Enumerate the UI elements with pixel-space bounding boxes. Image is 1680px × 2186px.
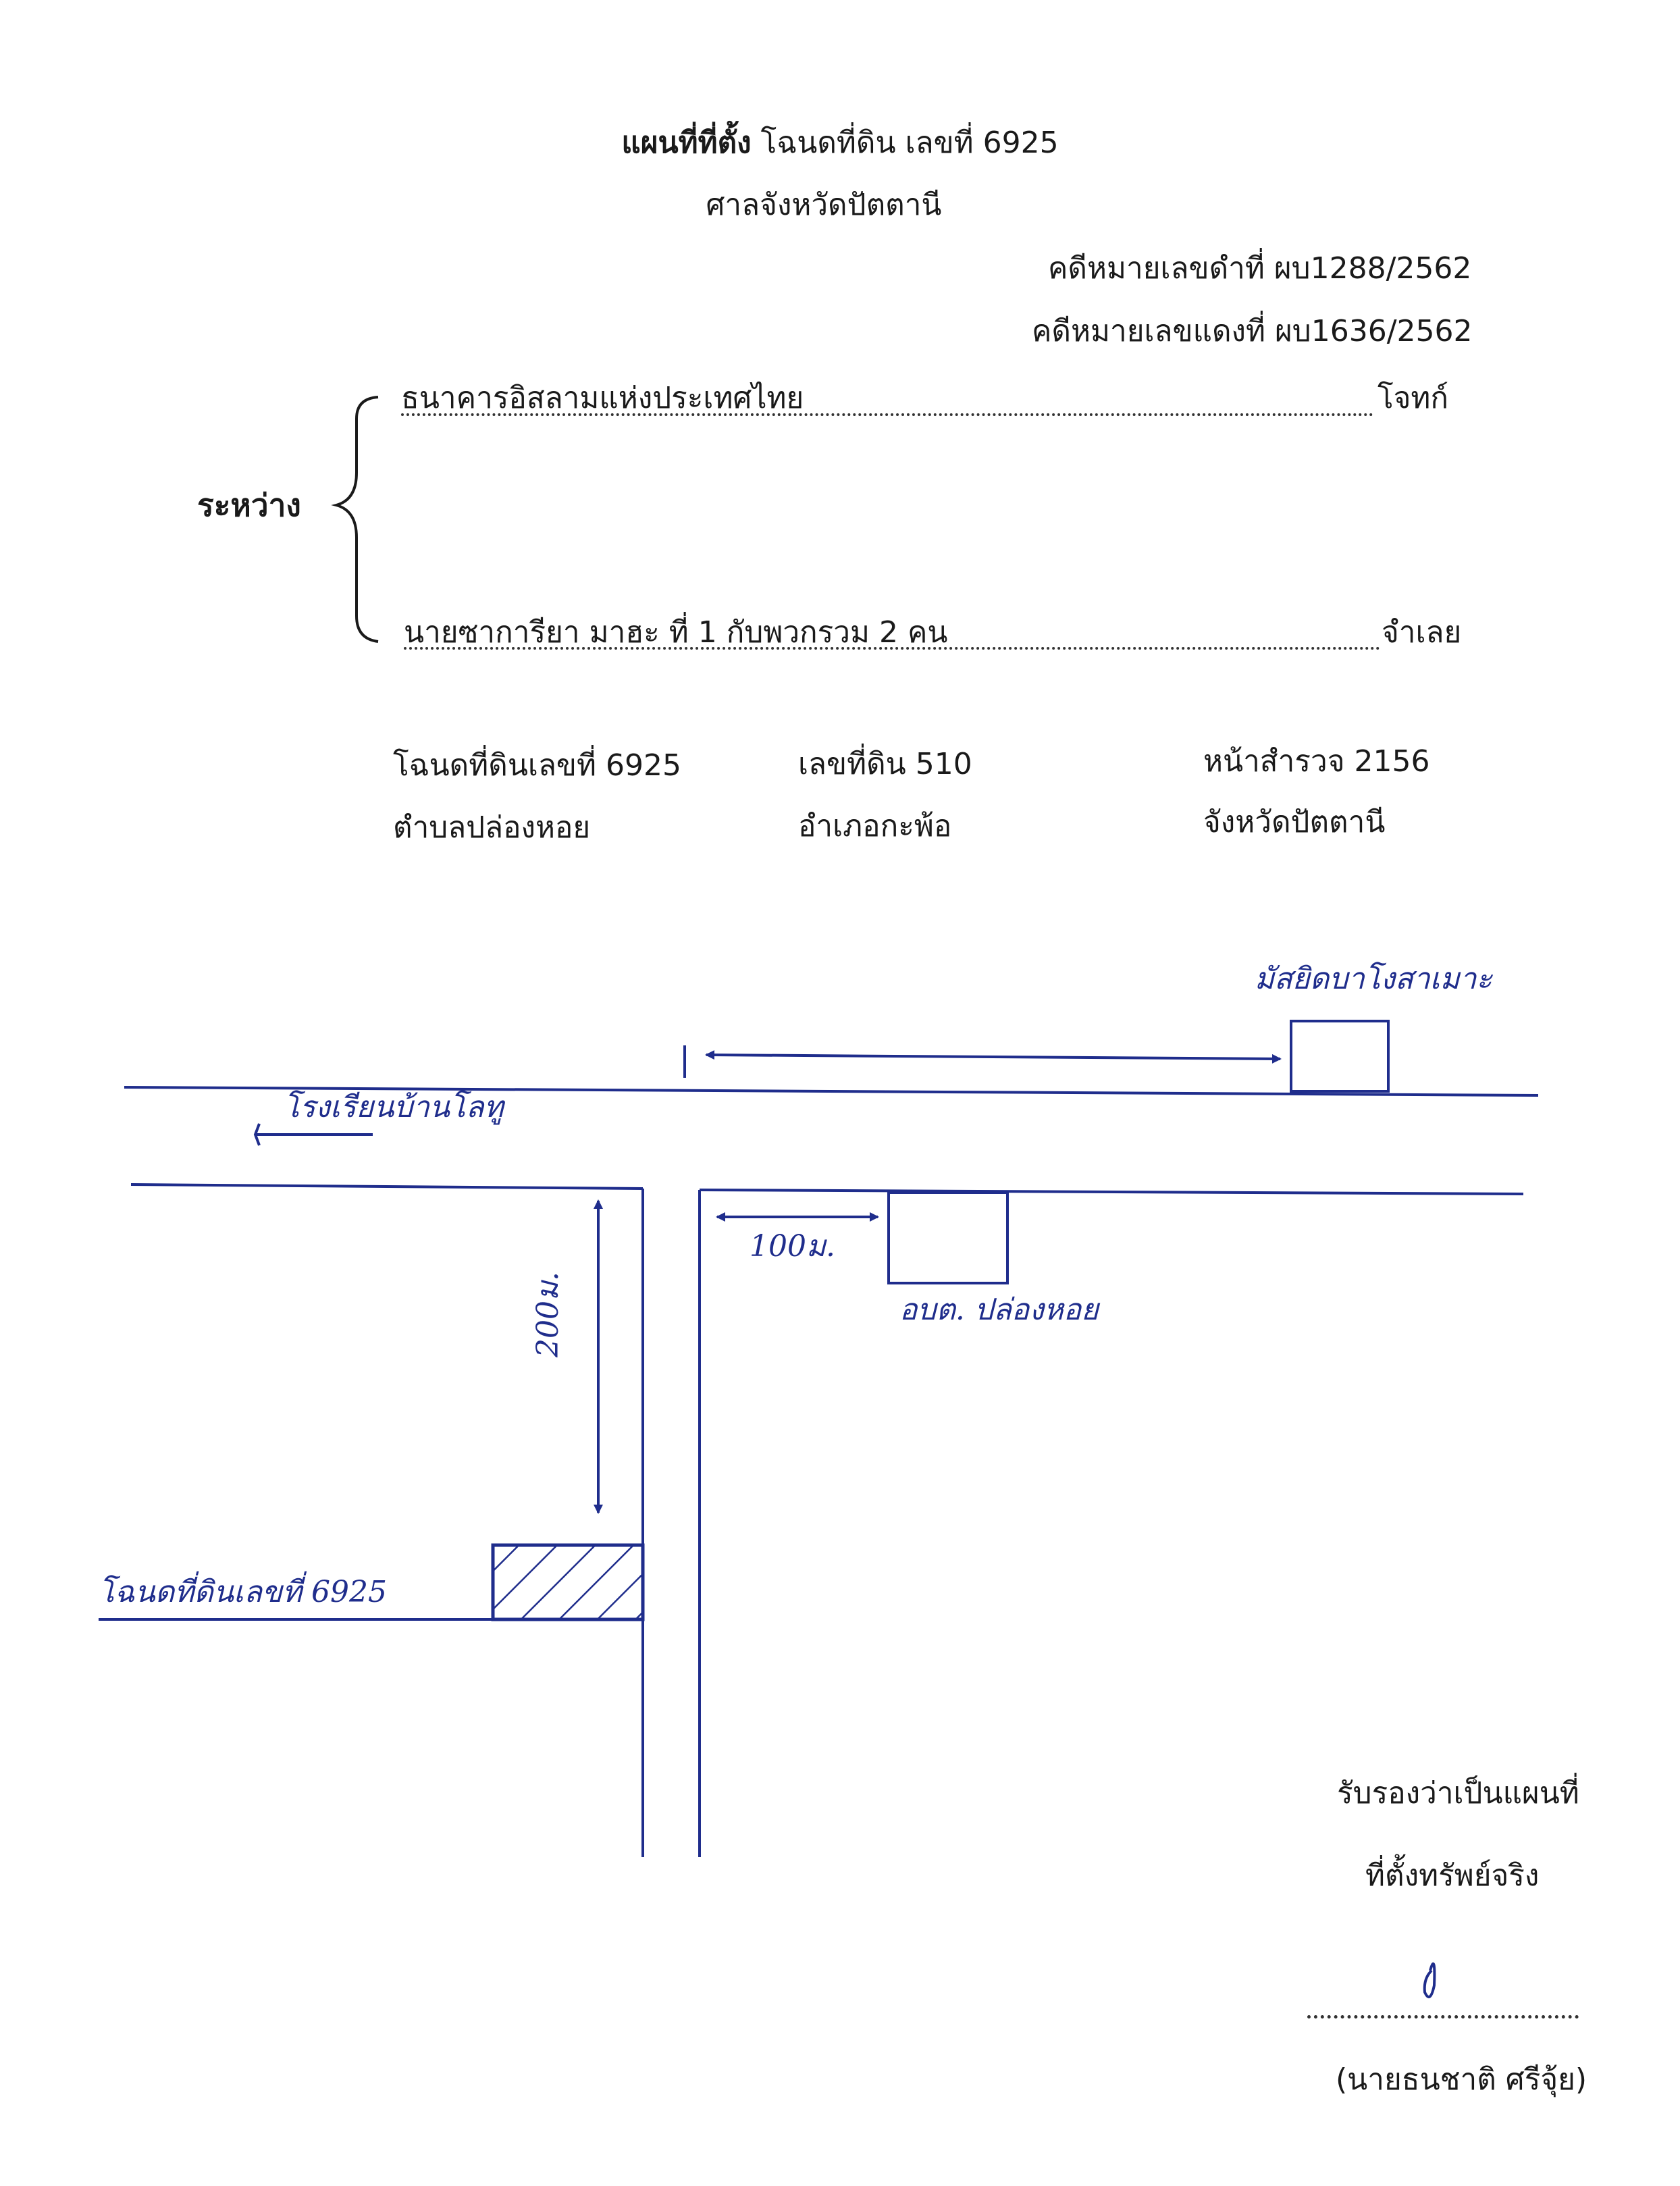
certification-line-2: ที่ตั้งทรัพย์จริง [1365, 1858, 1540, 1893]
signature-dotted-line [1307, 2015, 1579, 2019]
distance-200-label: 200ม. [531, 1272, 565, 1357]
defendant-name: นายซาการียา มาฮะ ที่ 1 กับพวกรวม 2 คน [404, 615, 948, 650]
defendant-role: จำเลย [1382, 615, 1462, 650]
certification-line-1: รับรองว่าเป็นแผนที่ [1337, 1776, 1579, 1811]
plaintiff-dotted-line [401, 413, 1373, 416]
black-case-value: ผบ1288/2562 [1274, 251, 1472, 286]
between-label: ระหว่าง [197, 487, 301, 523]
title-rest: โฉนดที่ดิน เลขที่ 6925 [760, 126, 1059, 160]
plaintiff-role: โจทก์ [1377, 381, 1449, 415]
district: อำเภอกะพ้อ [798, 809, 952, 843]
school-pointer-hook [253, 1123, 261, 1146]
signer-name: (นายธนชาติ ศรีจุ้ย) [1336, 2062, 1587, 2097]
black-case-number: คดีหมายเลขดำที่ ผบ1288/2562 [1048, 254, 1471, 284]
main-road-top-edge [124, 1086, 1539, 1097]
distance-100-label: 100ม. [750, 1229, 835, 1264]
red-case-label: คดีหมายเลขแดงที่ [1032, 314, 1266, 348]
land-parcel-hatched [491, 1543, 645, 1621]
court-name: ศาลจังหวัดปัตตานี [706, 188, 942, 222]
tambon-office-label: อบต. ปล่องหอย [899, 1293, 1099, 1327]
mosque-distance-arrow [705, 1050, 1282, 1064]
curly-brace [331, 396, 379, 643]
red-case-number: คดีหมายเลขแดงที่ ผบ1636/2562 [1032, 317, 1473, 346]
mosque-label: มัสยิดบาโงสาเมาะ [1255, 962, 1492, 996]
school-label: โรงเรียนบ้านโลทู [284, 1090, 504, 1124]
defendant-dotted-line [404, 647, 1380, 650]
title-bold: แผนที่ที่ตั้ง [621, 126, 752, 160]
black-case-label: คดีหมายเลขดำที่ [1048, 251, 1265, 286]
subdistrict: ตำบลปล่องหอย [393, 810, 591, 845]
mosque-building [1290, 1020, 1390, 1093]
tambon-office-building [887, 1191, 1009, 1284]
red-case-value: ผบ1636/2562 [1275, 314, 1473, 348]
plaintiff-name: ธนาคารอิสลามแห่งประเทศไทย [401, 381, 804, 415]
main-road-bottom-edge-left [130, 1183, 644, 1190]
document-title: แผนที่ที่ตั้ง โฉนดที่ดิน เลขที่ 6925 [0, 128, 1680, 158]
survey-page: หน้าสำรวจ 2156 [1203, 744, 1430, 779]
deed-map-label: โฉนดที่ดินเลขที่ 6925 [99, 1575, 387, 1609]
main-road-bottom-edge-right [699, 1189, 1524, 1195]
deed-number: โฉนดที่ดินเลขที่ 6925 [393, 748, 681, 783]
signature-mark [1423, 1962, 1436, 1999]
land-number: เลขที่ดิน 510 [798, 747, 972, 781]
province: จังหวัดปัตตานี [1203, 805, 1386, 839]
